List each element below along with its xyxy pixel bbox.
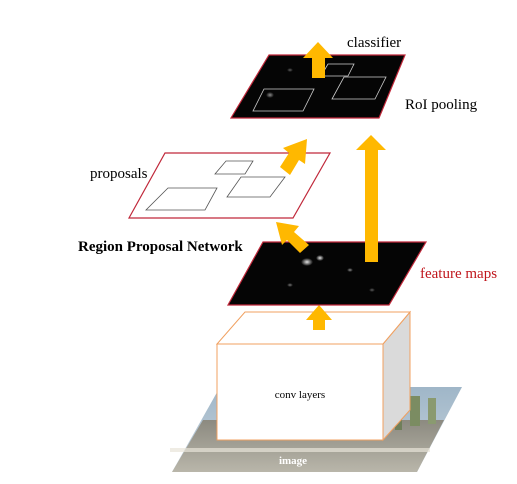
classifier-label: classifier (347, 35, 401, 51)
image-label: image (279, 455, 307, 467)
roi-pooling-label: RoI pooling (405, 97, 478, 113)
proposal-box (214, 160, 254, 175)
arrow-proposals-to-roi (280, 139, 307, 175)
roi-box (252, 88, 315, 112)
rpn-label: Region Proposal Network (78, 239, 243, 255)
arrow-roi-to-classifier (303, 42, 333, 78)
roi-pooling-plane (229, 54, 406, 119)
feature-maps-plane (226, 241, 428, 306)
roi-box (331, 76, 387, 100)
proposals-plane (127, 152, 332, 219)
conv-layers-label: conv layers (275, 389, 325, 401)
proposals-label: proposals (90, 166, 148, 182)
proposal-box (145, 187, 218, 211)
feature-maps-label: feature maps (420, 266, 497, 282)
arrow-rpn-to-proposals (276, 222, 309, 253)
arrow-feature-maps-to-roi (356, 135, 386, 262)
arrow-conv-to-feature-maps (306, 305, 332, 330)
conv-layers-box: conv layers (215, 310, 412, 442)
proposal-box (226, 176, 286, 198)
